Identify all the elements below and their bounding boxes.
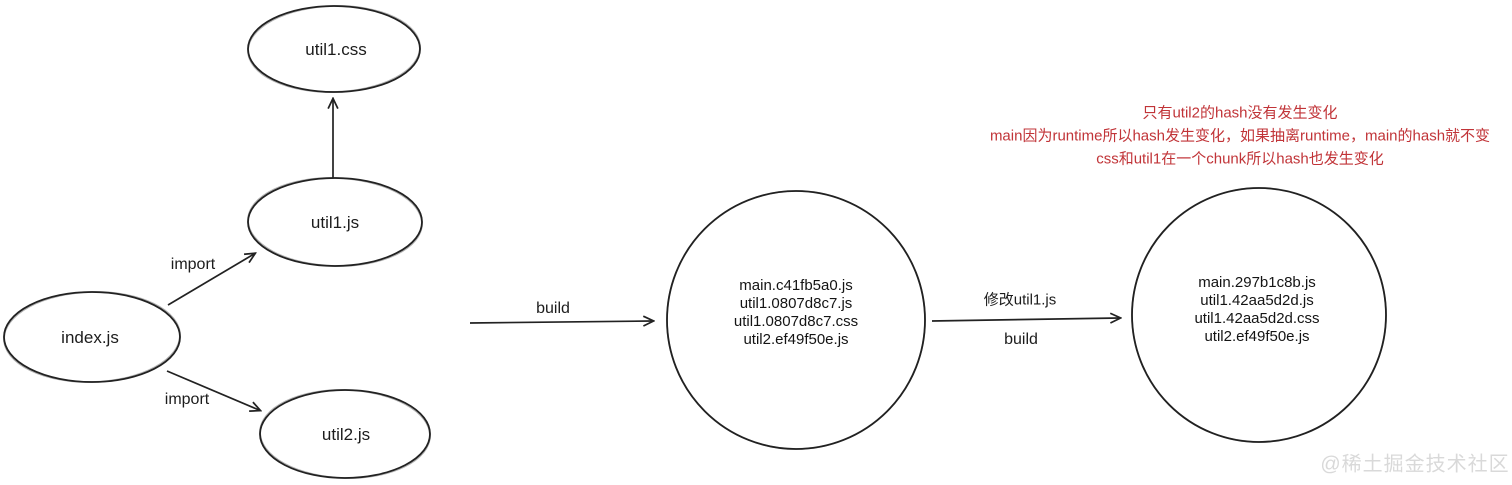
bundle-file: util2.ef49f50e.js [1204,328,1310,345]
node-util1-css-ellipse-sketch [247,5,421,93]
bundle-1-circle [666,190,926,450]
node-label-index-js: index.js [61,328,119,347]
node-util1-js-ellipse [247,177,423,267]
import-arrow-bottom [166,370,259,410]
node-util1-js-ellipse-sketch [247,177,423,267]
node-label-util1-js: util1.js [310,213,360,232]
bundle-2-circle [1131,187,1387,443]
bundle-file: util1.42aa5d2d.js [1200,292,1314,309]
bundle-file: util1.0807d8c7.js [739,295,853,312]
node-index-js-ellipse [3,291,181,383]
import-arrow-top [167,254,254,306]
node-util2-js-ellipse-sketch [259,389,431,479]
edge-label-import-bottom: import [164,391,210,408]
bundle-2-circle-sketch [1131,187,1387,443]
bundle-file: util1.42aa5d2d.css [1194,310,1320,327]
node-label-util2-js: util2.js [321,425,371,444]
bundle-1-circle-sketch [666,190,926,450]
node-util1-css-ellipse [247,5,421,93]
hash-change-annotation: 只有util2的hash没有发生变化 main因为runtime所以hash发生… [990,102,1490,171]
annotation-line: main因为runtime所以hash发生变化，如果抽离runtime，main… [989,127,1491,145]
annotation-line: css和util1在一个chunk所以hash也发生变化 [1096,150,1384,168]
build-arrow-second [931,318,1119,321]
bundle-file: util1.0807d8c7.css [733,313,859,330]
edge-label-import-top: import [170,256,216,273]
bundle-2-files: main.297b1c8b.js util1.42aa5d2d.js util1… [1194,274,1319,346]
bundle-file: main.297b1c8b.js [1198,274,1316,291]
node-index-js-ellipse-sketch [3,291,181,383]
bundle-file: util2.ef49f50e.js [743,331,849,348]
watermark: @稀土掘金技术社区 [1320,453,1510,476]
edge-label-modify-util1: 修改util1.js [983,291,1057,309]
bundle-file: main.c41fb5a0.js [739,277,853,294]
node-util2-js-ellipse [259,389,431,479]
annotation-line: 只有util2的hash没有发生变化 [1142,104,1338,122]
bundle-1-files: main.c41fb5a0.js util1.0807d8c7.js util1… [734,277,858,349]
edge-label-build-second: build [1004,331,1038,348]
node-label-util1-css: util1.css [305,40,367,59]
build-arrow-first [469,321,652,323]
edge-label-build-first: build [536,300,570,317]
